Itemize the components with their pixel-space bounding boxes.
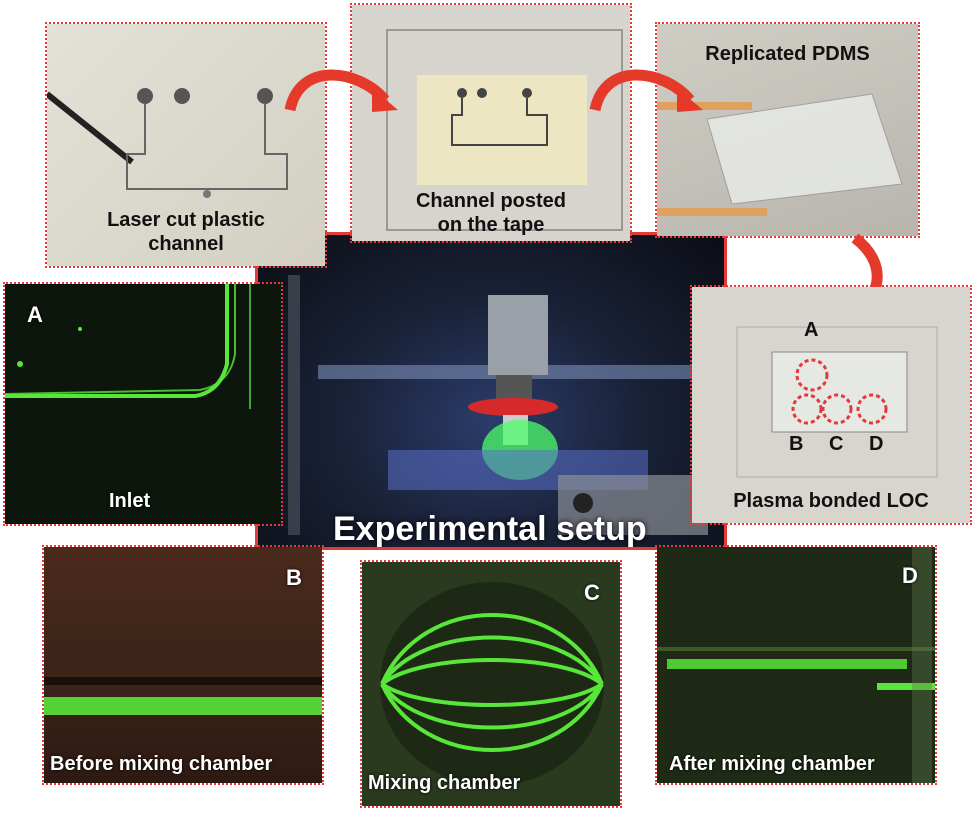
- laser-cut-channel-photo: Laser cut plastic channel: [45, 22, 327, 268]
- loc-caption: Plasma bonded LOC: [733, 490, 929, 512]
- mixing-streams: [380, 582, 604, 786]
- experimental-setup-photo: Experimental setup: [255, 232, 727, 550]
- loc-illustration: [736, 326, 938, 478]
- replicated-pdms-photo: Replicated PDMS: [655, 22, 920, 238]
- plasma-bonded-loc-photo: A B C D Plasma bonded LOC: [690, 285, 972, 525]
- tape-caption-line1: Channel posted: [415, 190, 566, 212]
- channel-on-tape-photo: Channel posted on the tape: [350, 3, 632, 243]
- loc-label-d: D: [869, 433, 884, 455]
- setup-illustration: [288, 275, 718, 535]
- before-mixing-panel: B Before mixing chamber: [42, 545, 324, 785]
- laser-caption-line1: Laser cut plastic: [107, 209, 265, 231]
- before-caption: Before mixing chamber: [50, 753, 273, 775]
- panel-letter-d: D: [902, 563, 918, 588]
- panel-letter-c: C: [584, 580, 600, 605]
- loc-label-c: C: [829, 433, 844, 455]
- pdms-illustration: [657, 93, 903, 216]
- after-mixing-panel: D After mixing chamber: [655, 545, 937, 785]
- mixing-chamber-panel: C Mixing chamber: [360, 560, 622, 808]
- before-stream: [44, 677, 322, 715]
- loc-label-a: A: [804, 319, 819, 341]
- panel-letter-b: B: [286, 565, 302, 590]
- tape-channel-illustration: [386, 29, 623, 231]
- loc-label-b: B: [789, 433, 804, 455]
- panel-letter-a: A: [27, 302, 43, 327]
- laser-channel-illustration: [47, 88, 288, 198]
- tape-caption-line2: on the tape: [437, 214, 545, 236]
- pdms-caption: Replicated PDMS: [705, 43, 870, 65]
- mixing-caption: Mixing chamber: [368, 772, 521, 794]
- after-stream: [657, 547, 935, 783]
- inlet-streams: [5, 284, 251, 409]
- inlet-caption: Inlet: [109, 490, 151, 512]
- after-caption: After mixing chamber: [669, 753, 875, 775]
- laser-caption-line2: channel: [148, 233, 224, 255]
- setup-caption: Experimental setup: [333, 510, 647, 548]
- inlet-fluorescence-panel: A Inlet: [3, 282, 283, 526]
